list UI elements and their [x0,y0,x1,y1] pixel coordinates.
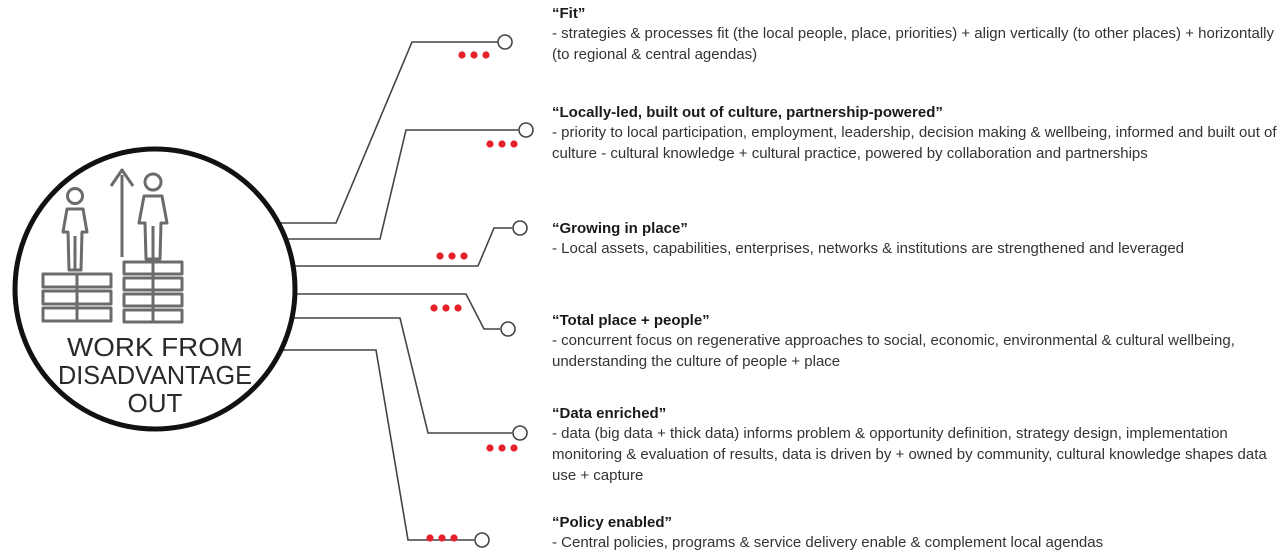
connector-total-place [260,293,500,330]
item-title: “Policy enabled” [552,514,673,531]
item-description: - Local assets, capabilities, enterprise… [552,240,1185,257]
item-growing-in-place: “Growing in place” - Local assets, capab… [552,219,1282,259]
ellipsis-growing [436,252,468,260]
item-title: “Data enriched” [552,405,667,422]
center-title: WORK FROM DISADVANTAGE OUT [58,332,252,418]
item-description: - data (big data + thick data) informs p… [552,425,1267,484]
item-description: - strategies & processes fit (the local … [552,25,1274,63]
item-title: “Growing in place” [552,220,688,237]
item-description: - concurrent focus on regenerative appro… [552,332,1235,370]
ellipsis-locally-led [486,140,518,148]
ellipsis-data [486,444,518,452]
connector-locally-led [233,129,518,240]
ellipsis-markers [426,51,518,542]
ellipsis-policy [426,534,458,542]
item-data-enriched: “Data enriched” - data (big data + thick… [552,404,1282,486]
item-title: “Total place + people” [552,312,710,329]
item-total-place-people: “Total place + people” - concurrent focu… [552,311,1282,372]
ellipsis-fit [458,51,490,59]
item-policy-enabled: “Policy enabled” - Central policies, pro… [552,513,1282,553]
ellipsis-total-place [430,304,462,312]
people-rising-icon [41,168,184,324]
connector-fit [268,41,498,224]
item-title: “Fit” [552,5,586,22]
center-line-1: WORK FROM [67,332,243,362]
item-description: - priority to local participation, emplo… [552,124,1277,162]
connector-lines [233,41,518,541]
connector-policy [260,349,474,541]
item-title: “Locally-led, built out of culture, part… [552,104,943,121]
item-description: - Central policies, programs & service d… [552,534,1104,551]
center-line-2: DISADVANTAGE [58,360,252,390]
connector-data [246,317,512,434]
item-locally-led: “Locally-led, built out of culture, part… [552,103,1282,164]
connector-end-circles [474,34,534,548]
connector-growing [252,227,512,267]
item-fit: “Fit” - strategies & processes fit (the … [552,4,1282,65]
center-line-3: OUT [128,388,183,418]
